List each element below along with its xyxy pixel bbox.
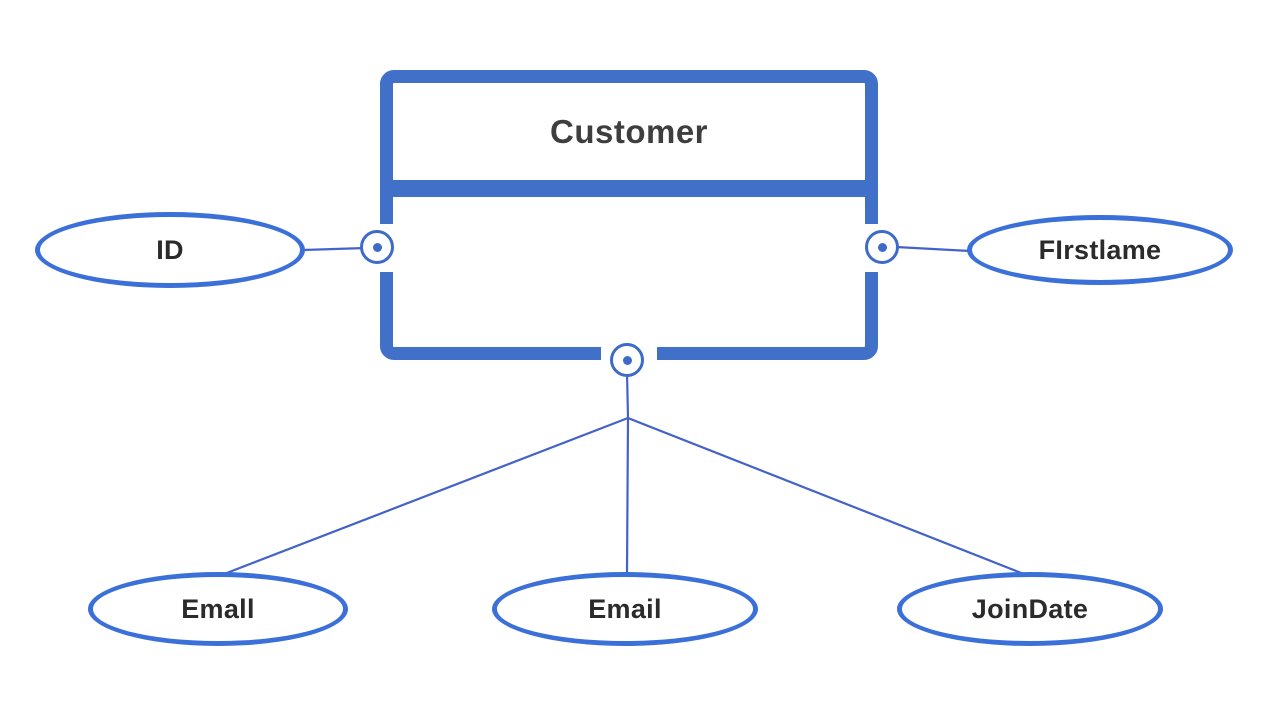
attribute-ellipse-firstname[interactable]: FIrstlame [967, 215, 1233, 285]
entity-title: Customer [393, 83, 865, 180]
edge-bottom-port-stem [625, 370, 630, 420]
entity-attributes-section [393, 197, 865, 347]
connector-port-left[interactable] [360, 230, 394, 264]
attribute-label: JoinDate [971, 593, 1089, 624]
attribute-label: Email [588, 593, 662, 624]
attribute-label: ID [156, 234, 184, 265]
connector-port-bottom[interactable] [610, 343, 644, 377]
entity-divider [393, 180, 865, 197]
edge-fork-to-email1 [217, 416, 630, 578]
edge-fork-to-email2 [625, 416, 630, 576]
edge-entity-to-firstname [894, 245, 972, 253]
connector-dot [877, 242, 887, 252]
edge-fork-to-joindate [626, 416, 1031, 578]
attribute-label: Emall [181, 593, 255, 624]
attribute-ellipse-id[interactable]: ID [35, 212, 305, 288]
attribute-ellipse-email1[interactable]: Emall [88, 572, 348, 646]
connector-dot [622, 355, 632, 365]
entity-customer[interactable]: Customer [380, 70, 878, 360]
attribute-label: FIrstlame [1038, 234, 1162, 265]
edge-entity-to-id [301, 246, 368, 252]
connector-port-right[interactable] [865, 230, 899, 264]
connector-dot [372, 242, 382, 252]
attribute-ellipse-joindate[interactable]: JoinDate [897, 572, 1163, 646]
attribute-ellipse-email2[interactable]: Email [492, 572, 758, 646]
